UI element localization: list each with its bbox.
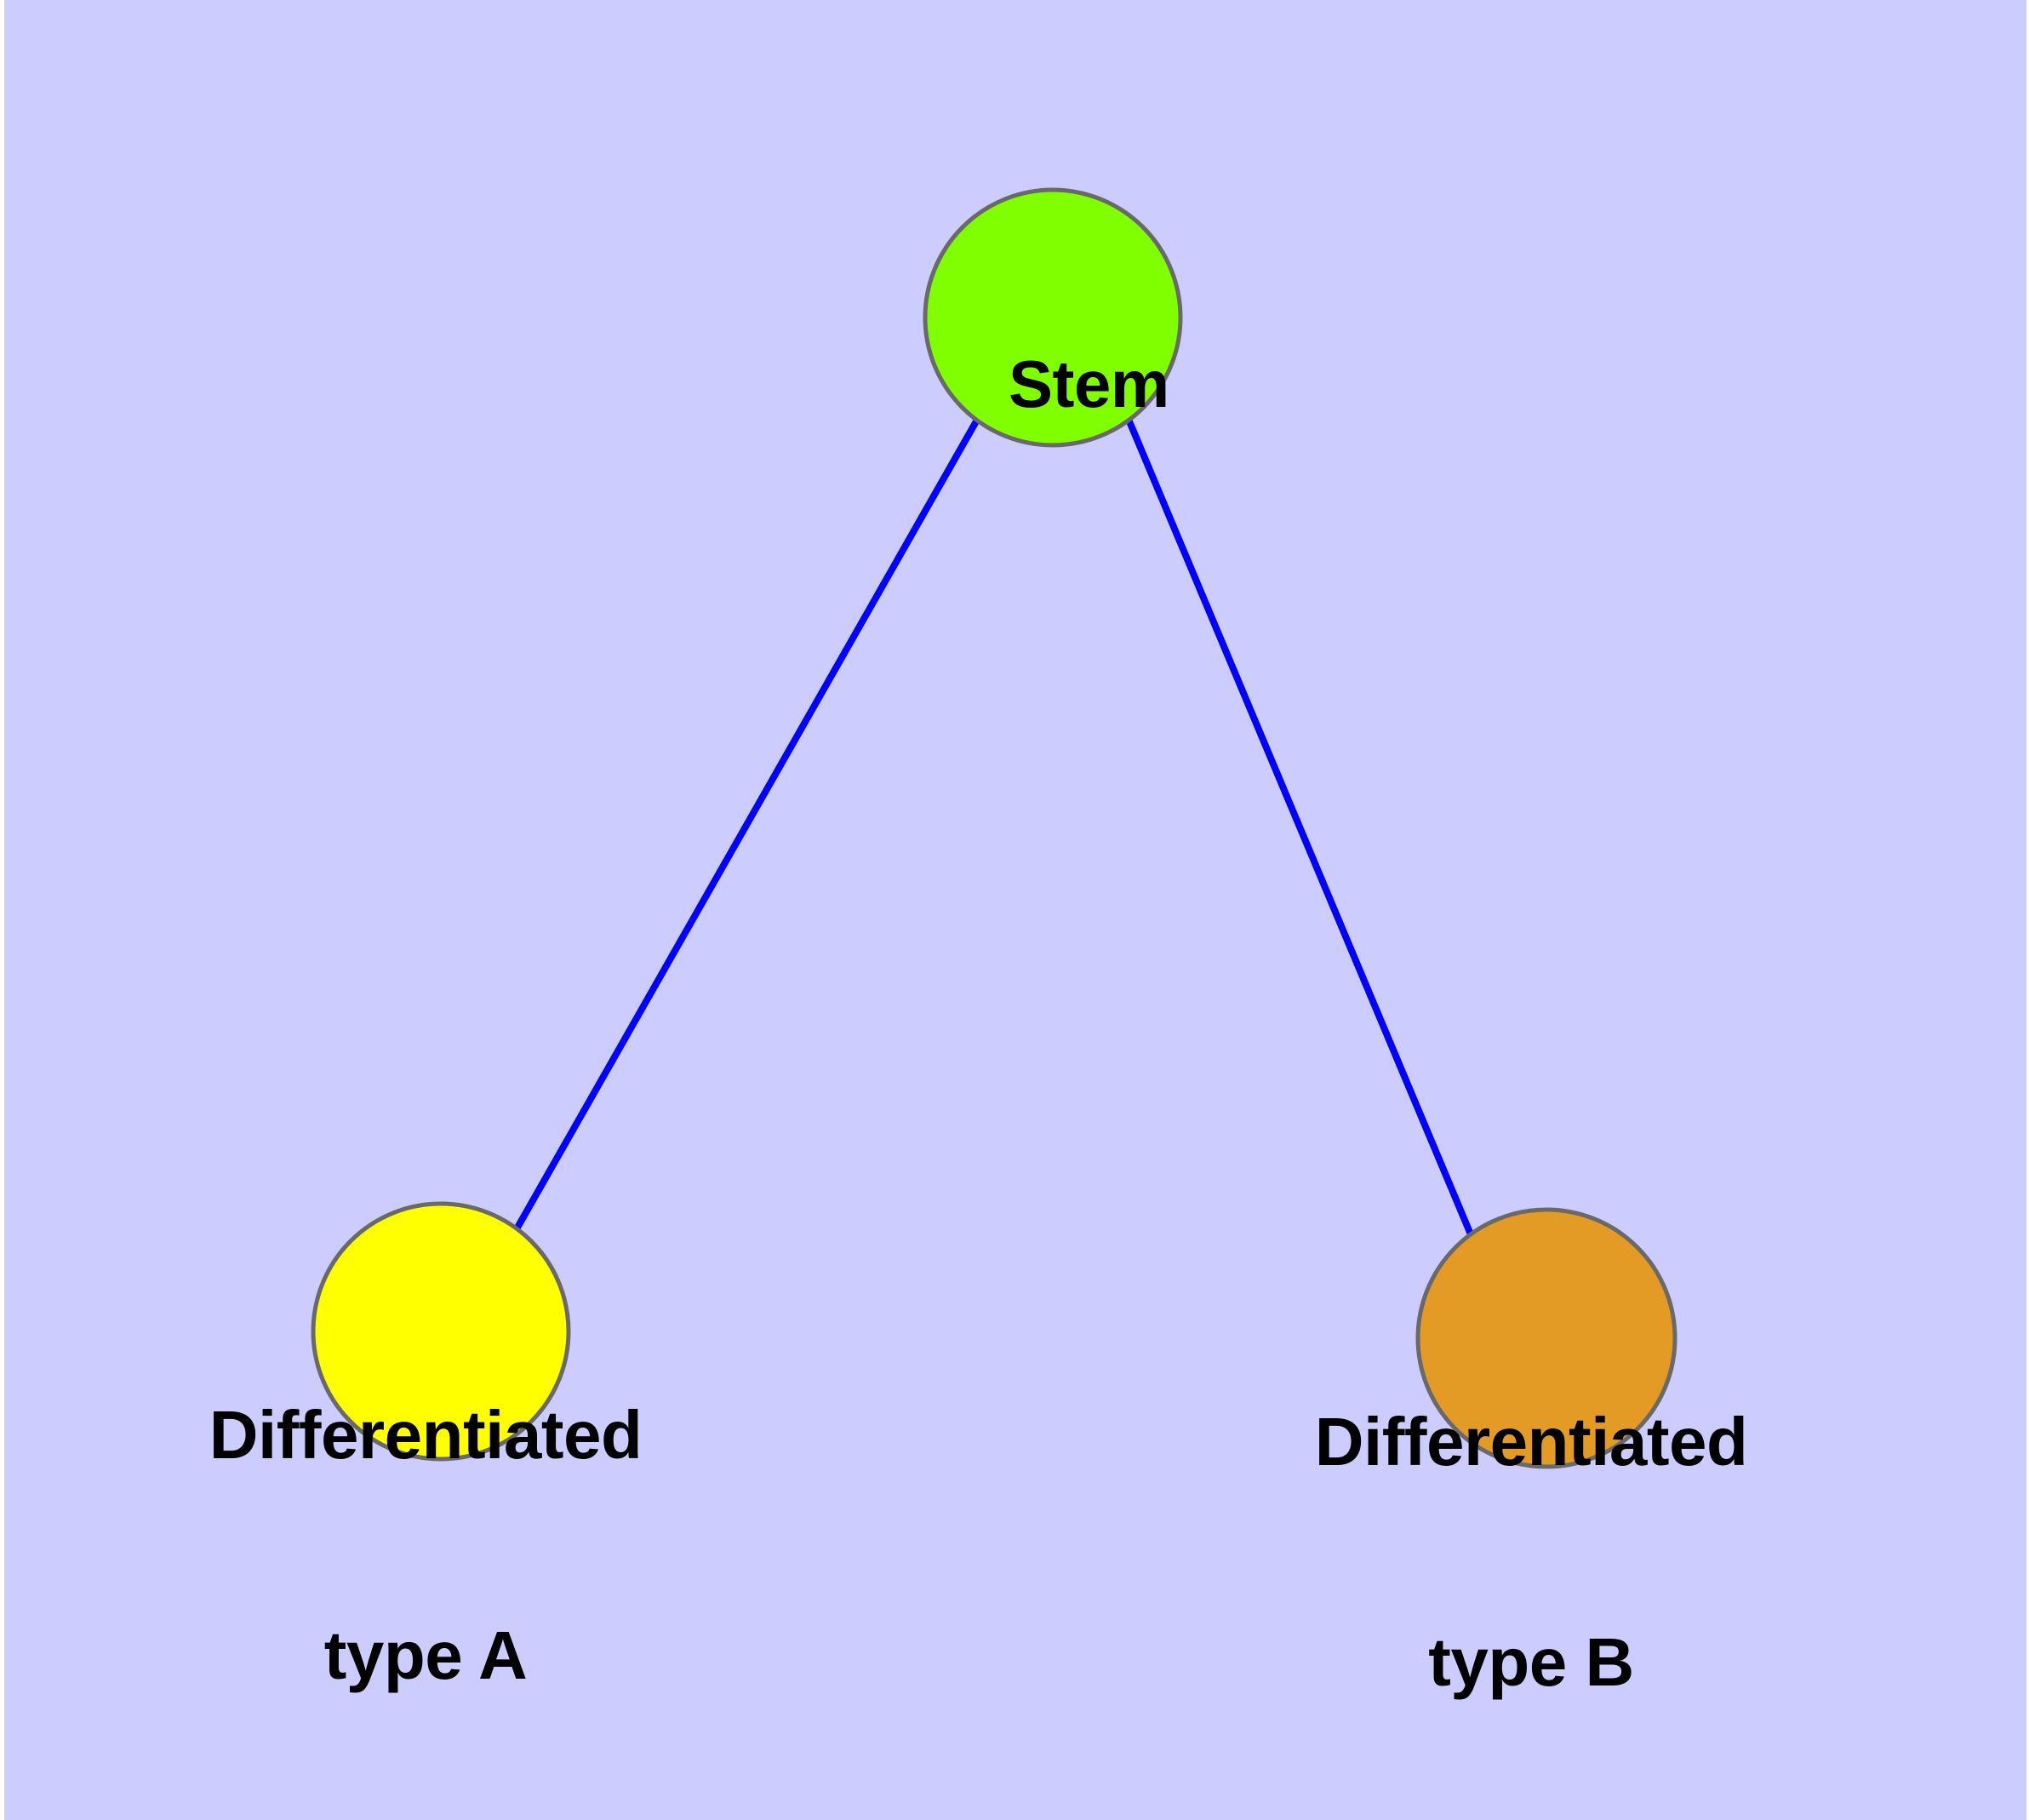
nodes-group	[311, 187, 1677, 1469]
node-differentiated-type-a[interactable]	[311, 1201, 571, 1462]
node-stem[interactable]	[923, 187, 1183, 448]
edges-group	[514, 420, 1474, 1236]
edge-stem-to-differentiated-type-a[interactable]	[514, 420, 980, 1229]
node-differentiated-type-b[interactable]	[1415, 1207, 1677, 1469]
edge-stem-to-differentiated-type-b[interactable]	[1126, 420, 1474, 1236]
